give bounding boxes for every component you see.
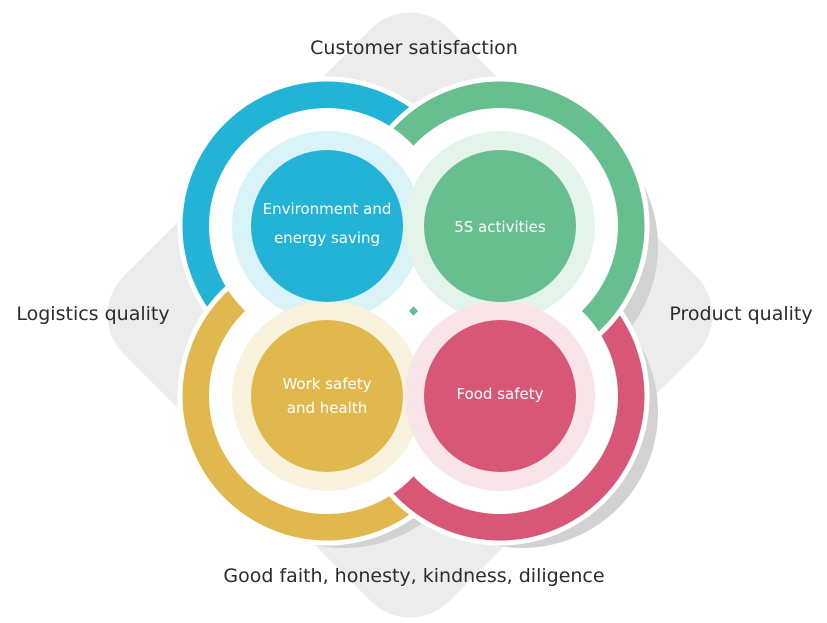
label-product-quality: Product quality (669, 303, 812, 325)
label-environment-line2: energy saving (274, 229, 380, 247)
label-customer-satisfaction: Customer satisfaction (310, 37, 518, 59)
disc-environment (251, 150, 403, 302)
disc-food-safety (424, 320, 576, 472)
label-food-safety: Food safety (456, 385, 543, 403)
disc-5s-activities (424, 150, 576, 302)
label-logistics-quality: Logistics quality (16, 303, 169, 325)
label-work-safety-line1: Work safety (282, 375, 371, 393)
label-work-safety-line2: and health (287, 399, 367, 417)
disc-work-safety (251, 320, 403, 472)
label-5s-activities: 5S activities (454, 218, 546, 236)
label-good-faith: Good faith, honesty, kindness, diligence (223, 565, 604, 587)
label-environment-line1: Environment and (263, 200, 392, 218)
